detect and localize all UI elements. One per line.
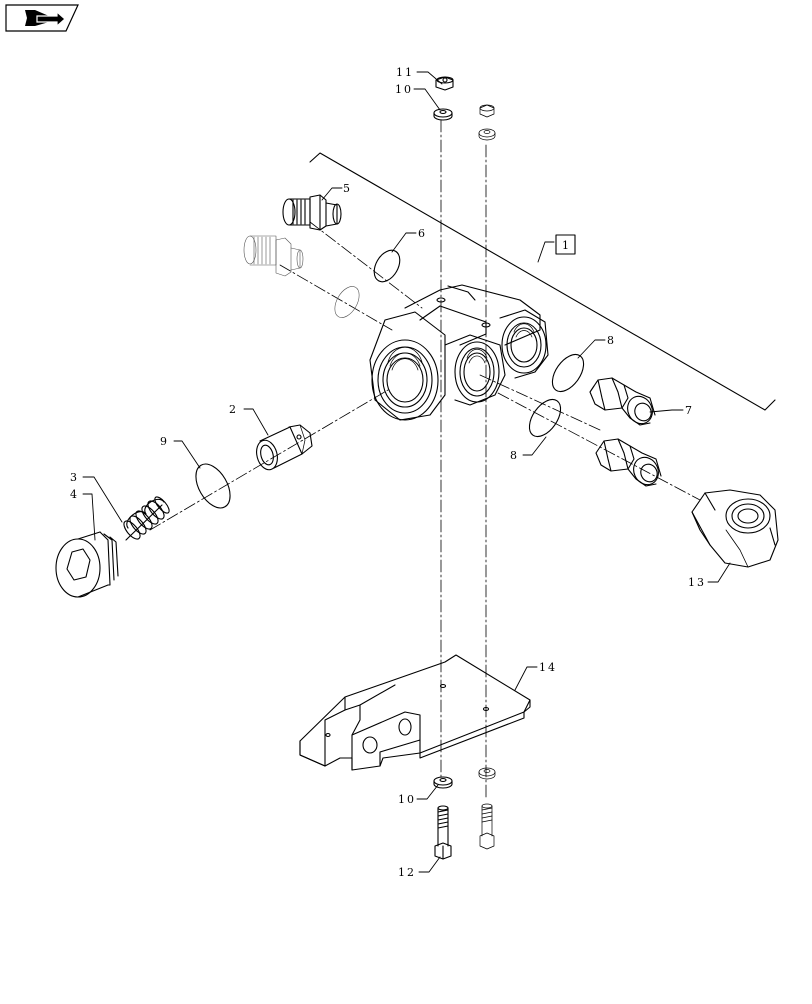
part-6-o-ring [373,249,401,283]
part-8-o-ring-upper [551,353,585,393]
part-11-nut [435,76,454,91]
assembly-bracket [309,152,776,411]
callout-10-top: 10 [395,83,413,96]
part-10-washer-top [433,108,453,121]
callout-3: 3 [70,471,79,484]
part-9-o-ring [195,463,231,509]
part-11-nut-phantom [479,104,495,118]
callout-box-1 [555,234,576,255]
callout-5: 5 [343,182,352,195]
part-10-washer-phantom [478,128,496,141]
callout-6: 6 [418,227,427,240]
callout-12: 12 [398,866,416,879]
part-6-o-ring-phantom [334,286,360,318]
page-navigation-button[interactable] [5,4,79,32]
callout-4: 4 [70,488,79,501]
part-8-o-ring-lower [528,398,562,438]
part-5-fitting [282,194,342,231]
callout-1: 1 [562,239,571,252]
valve-body [369,284,549,421]
callout-9: 9 [160,435,169,448]
callout-8-upper: 8 [607,334,616,347]
part-10-washer-bottom-phantom [478,767,496,780]
callout-2: 2 [229,403,238,416]
callout-7: 7 [685,404,694,417]
part-5-fitting-phantom [243,235,304,277]
part-12-bolt [434,805,452,860]
callout-labels: 1 2 3 4 5 6 7 8 8 9 10 10 11 12 13 14 [70,66,706,879]
center-lines [149,119,701,801]
part-4-plug [55,531,119,598]
part-10-washer-bottom [433,776,453,789]
part-2-spool [256,424,313,471]
page-turn-arrow-icon [25,10,66,28]
callout-8-lower: 8 [510,449,519,462]
leader-lines [82,71,731,873]
part-13-elbow-fitting [691,489,779,568]
callout-13: 13 [688,576,706,589]
part-7-fitting-lower [595,438,662,487]
callout-10-bottom: 10 [398,793,416,806]
part-14-bracket [299,654,531,771]
part-3-spring [123,496,170,541]
callout-11: 11 [396,66,414,79]
part-7-fitting-upper [589,377,656,426]
part-12-bolt-phantom [479,803,495,850]
callout-14: 14 [539,661,557,674]
